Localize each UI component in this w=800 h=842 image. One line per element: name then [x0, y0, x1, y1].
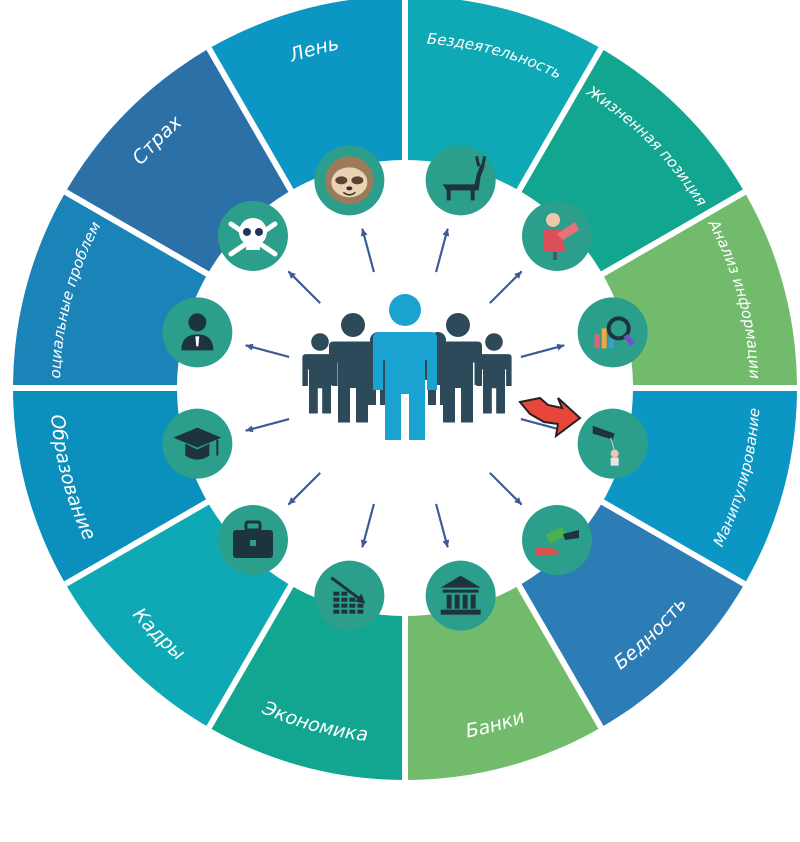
- arrow-6: [434, 503, 450, 548]
- arrow-9: [245, 417, 290, 433]
- sloth-icon: [314, 145, 385, 216]
- person-icon: [162, 297, 233, 368]
- money-hand-icon: [522, 505, 593, 576]
- arrow-8: [287, 472, 321, 506]
- bank-icon: [425, 560, 496, 631]
- person-center-icon: [373, 294, 437, 440]
- arrows-layer: [245, 228, 565, 548]
- arrow-5: [489, 472, 523, 506]
- arrow-10: [245, 343, 290, 359]
- people-group-icon: [302, 294, 512, 440]
- person-back-right-icon: [476, 333, 512, 414]
- person-back-left-icon: [302, 333, 338, 414]
- arrow-12: [360, 228, 376, 273]
- icons-layer: [162, 145, 648, 631]
- person-arrow-icon: [522, 200, 593, 271]
- arrow-2: [489, 270, 523, 304]
- arrow-11: [287, 270, 321, 304]
- arrow-3: [520, 343, 565, 359]
- skull-icon: [217, 200, 288, 271]
- puppet-hand-icon: [577, 408, 648, 479]
- falling-chart-icon: [314, 560, 385, 631]
- graduation-cap-icon: [162, 408, 233, 479]
- magnifier-chart-icon: [577, 297, 648, 368]
- person-right-icon: [434, 313, 482, 423]
- arrow-1: [434, 228, 450, 273]
- person-left-icon: [329, 313, 377, 423]
- red-pointer-arrow-icon: [518, 396, 582, 439]
- briefcase-icon: [217, 505, 288, 576]
- arrow-7: [360, 503, 376, 548]
- donkey-icon: [425, 145, 496, 216]
